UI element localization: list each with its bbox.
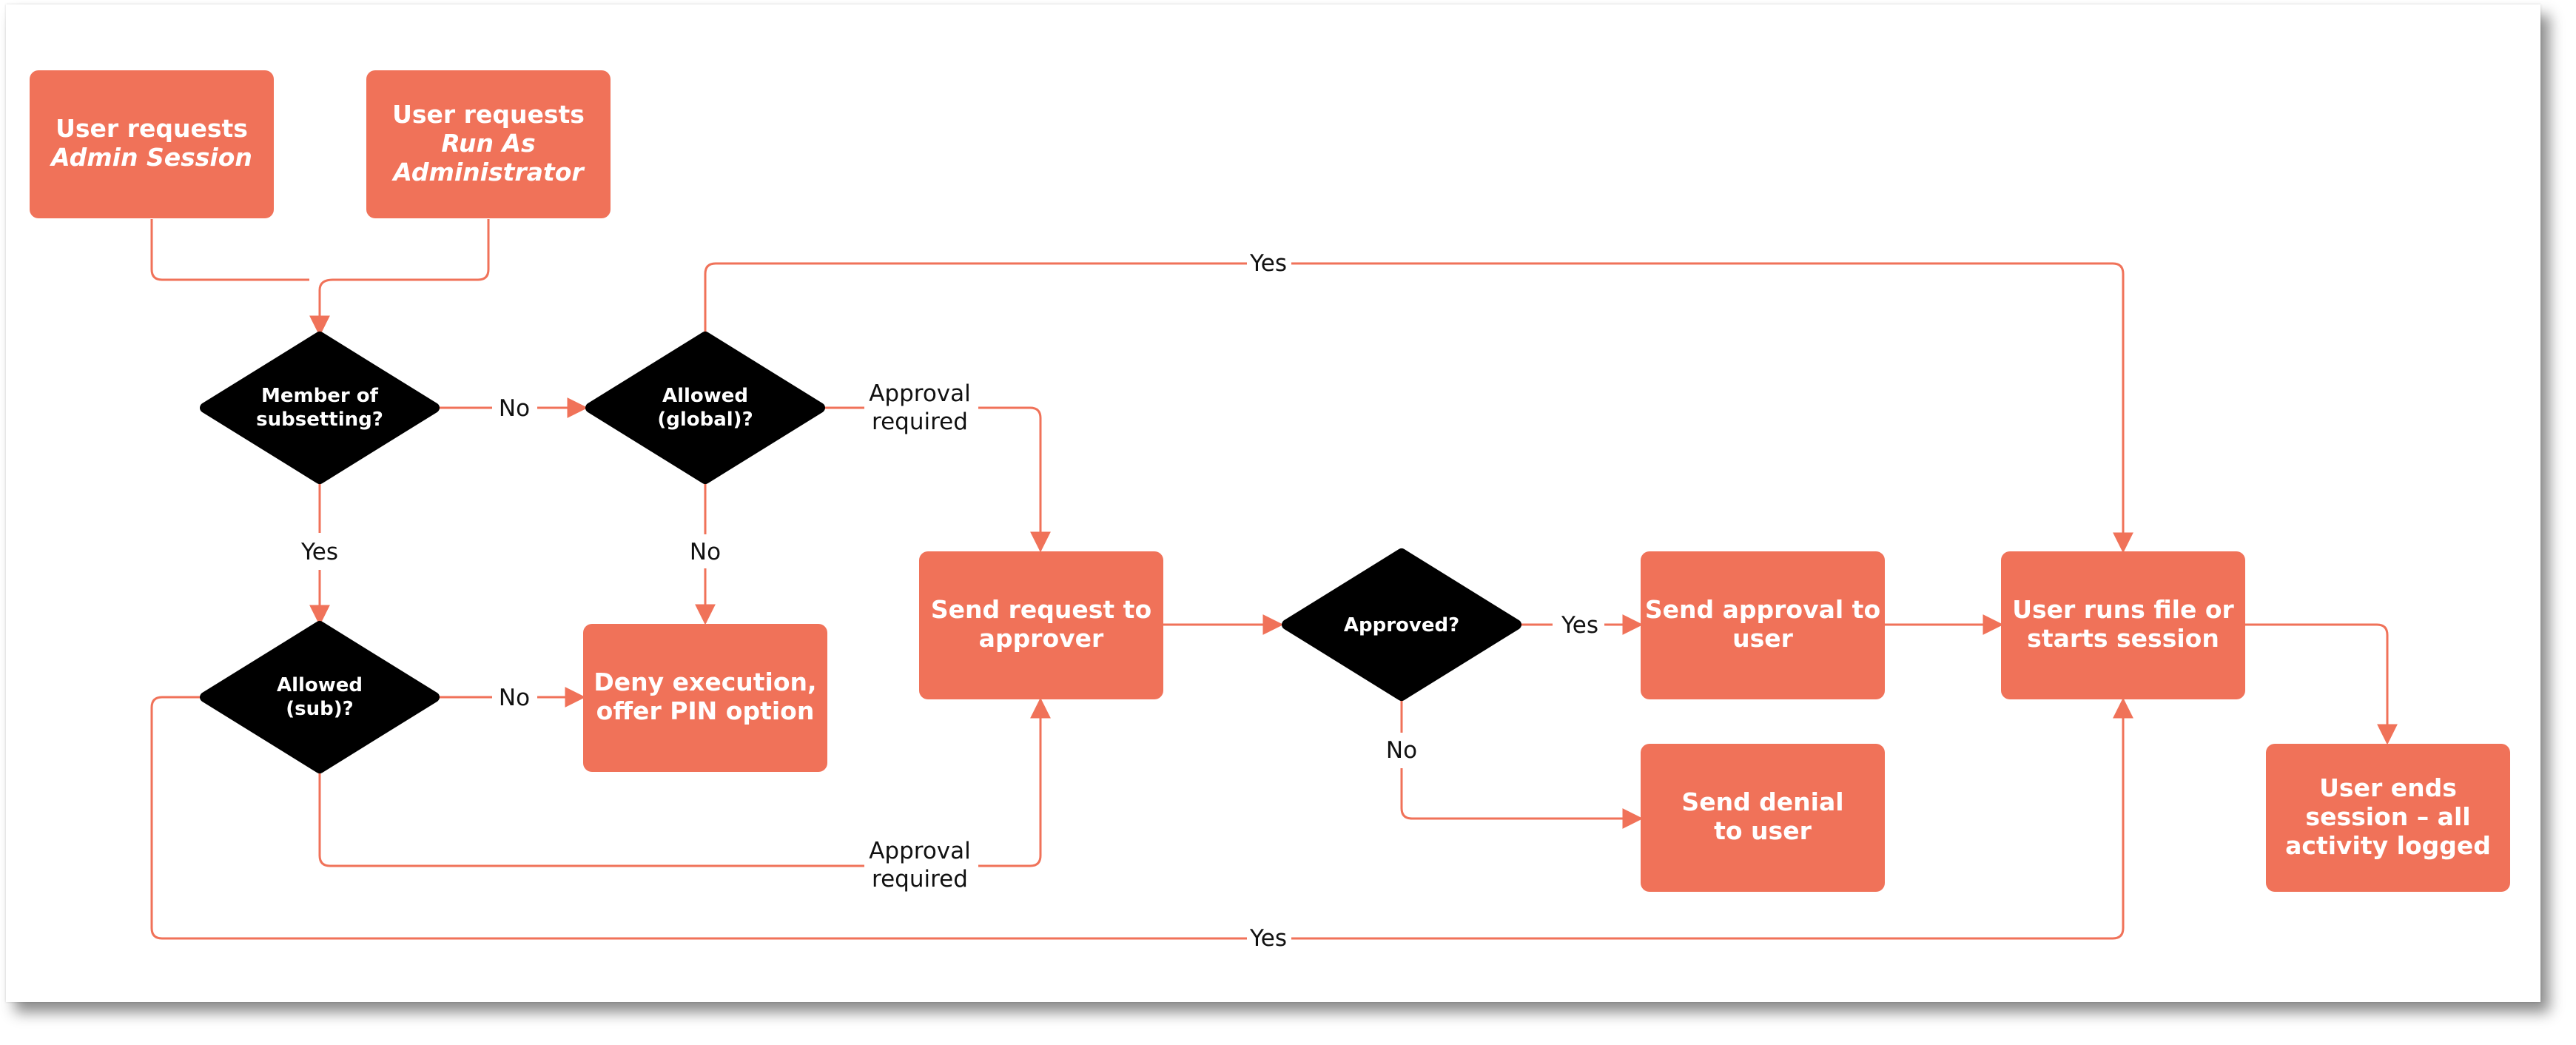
decision-member-subsetting[interactable]: Member of subsetting? [200,332,440,484]
box-send-approval-line2: user [1732,624,1794,653]
box-admin-session[interactable]: User requests Admin Session [30,70,274,218]
box-send-request-line1: Send request to [931,595,1151,624]
decision-allowed-sub[interactable]: Allowed (sub)? [200,621,440,773]
edge-approved-no-b [1400,768,1644,829]
decision-member-line1: Member of [261,385,379,407]
box-send-denial-line1: Send denial [1681,787,1843,816]
box-run-as-line2: Run As [441,129,535,158]
box-deny-execution[interactable]: Deny execution, offer PIN option [583,624,827,772]
box-send-denial[interactable]: Send denial to user [1641,744,1885,892]
label-yes-member-sub: Yes [300,539,338,565]
decision-global-line1: Allowed [662,385,748,407]
box-user-ends-line3: activity logged [2285,831,2491,860]
edge-sub-yes-bottom-b [1291,697,2133,940]
edge-labels: Yes No Yes No Approval required No Appro… [300,250,1598,952]
decision-member-line2: subsetting? [256,409,383,431]
decision-allowed-global[interactable]: Allowed (global)? [585,332,825,484]
box-run-as-line1: User requests [392,100,585,129]
box-send-approval[interactable]: Send approval to user [1641,551,1885,699]
label-approval-global-1: Approval [869,380,971,407]
label-yes-approved: Yes [1561,612,1598,639]
label-yes-bottom: Yes [1249,925,1287,952]
box-user-runs[interactable]: User runs file or starts session [2001,551,2245,699]
box-admin-session-line2: Admin Session [49,143,252,172]
box-send-request-line2: approver [979,624,1104,653]
box-deny-line2: offer PIN option [596,696,815,725]
box-run-as-line3: Administrator [391,158,585,187]
label-approval-sub-1: Approval [869,838,971,864]
edge-sub-approval-b [978,697,1051,867]
box-user-ends-line2: session – all [2305,802,2470,831]
label-no-member-global: No [499,395,530,422]
box-user-runs-line1: User runs file or [2012,595,2234,624]
decision-sub-line1: Allowed [277,674,363,696]
label-approval-sub-2: required [872,866,968,893]
decision-sub-line2: (sub)? [286,698,353,720]
label-no-approved: No [1386,737,1417,764]
edges [150,219,2398,940]
edge-global-yes-top [704,262,1247,335]
box-user-ends-line1: User ends [2319,773,2457,802]
edge-runas-to-merge [309,219,490,337]
box-user-ends[interactable]: User ends session – all activity logged [2266,744,2510,892]
edge-global-approval-b [978,406,1051,553]
decision-approved-line1: Approved? [1344,614,1459,636]
edge-global-yes-top-b [1291,262,2133,554]
label-no-global-deny: No [690,539,721,565]
label-approval-global-2: required [872,409,968,435]
edge-runs-ends [2244,623,2398,745]
label-no-sub-deny: No [499,685,530,711]
label-yes-top: Yes [1249,250,1287,277]
decision-global-line2: (global)? [657,409,753,431]
box-send-denial-line2: to user [1714,816,1812,845]
edge-admin-to-merge [150,219,309,281]
box-send-approval-line1: Send approval to [1645,595,1880,624]
box-user-runs-line2: starts session [2027,624,2219,653]
decision-approved[interactable]: Approved? [1282,548,1521,701]
box-deny-line1: Deny execution, [593,668,816,696]
edge-sub-yes-bottom [150,696,1247,940]
box-run-as-admin[interactable]: User requests Run As Administrator [366,70,611,218]
box-admin-session-line1: User requests [56,114,248,143]
edge-sub-approval [318,770,864,867]
box-send-request[interactable]: Send request to approver [919,551,1163,699]
